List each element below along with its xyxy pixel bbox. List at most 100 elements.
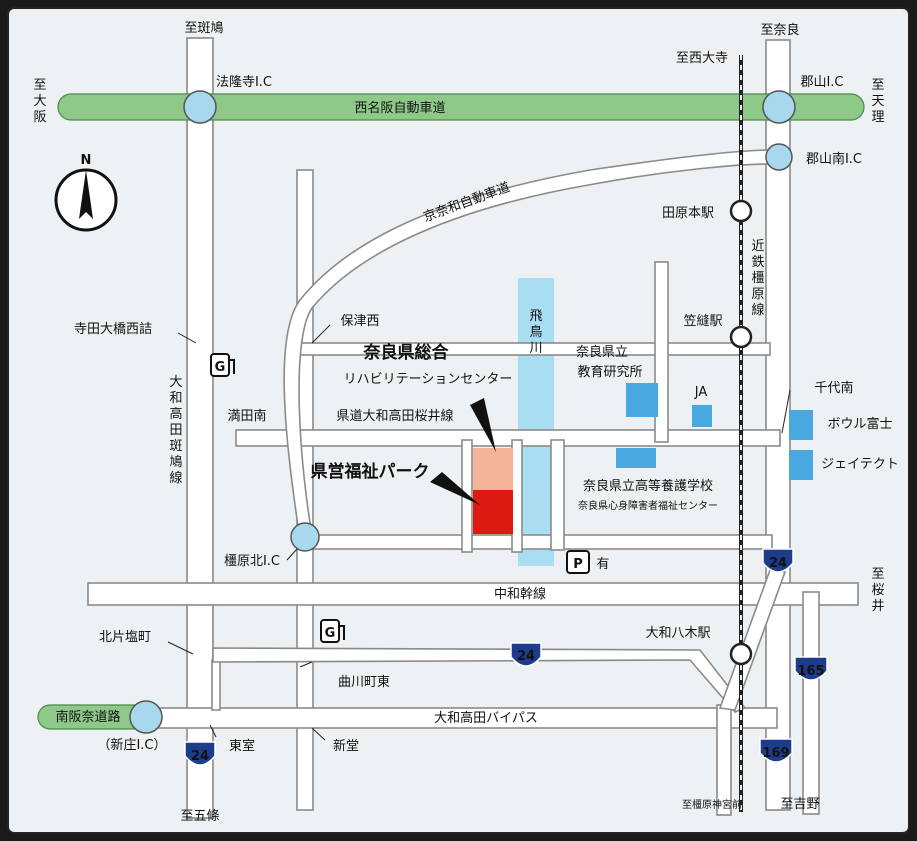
label-rehab-center-1: 奈良県総合: [363, 342, 450, 363]
label-kintetsu-kashihara: 近 鉄 橿 原 線: [751, 239, 764, 318]
route-24-c-label: 24: [191, 749, 209, 764]
svg-text:高: 高: [169, 406, 182, 422]
label-to-yoshino: 至吉野: [780, 797, 819, 812]
gas-station-icon: G: [210, 353, 235, 377]
svg-text:斑: 斑: [169, 439, 182, 454]
label-kotoyogo: 奈良県立高等養護学校: [583, 478, 713, 494]
svg-text:橿: 橿: [751, 271, 764, 286]
label-teradaohashi: 寺田大橋西詰: [74, 321, 152, 337]
route-shield-165: 165: [794, 656, 828, 681]
route-24-b-label: 24: [517, 649, 535, 664]
label-mandaminami: 満田南: [227, 408, 266, 424]
parking-icon: P: [566, 550, 590, 574]
label-parking-note: 有: [596, 557, 609, 572]
label-to-gojo: 至五條: [180, 809, 219, 824]
route-shield-169: 169: [759, 738, 793, 763]
svg-text:鳥: 鳥: [529, 325, 542, 340]
label-shinjo-ic: （新庄I.C）: [97, 737, 166, 753]
label-to-nishiotera: 至西大寺: [676, 51, 728, 66]
label-kashihara-kita-ic: 橿原北I.C: [224, 554, 280, 569]
interchange-horyuji: [183, 90, 217, 124]
label-yamato-takada-ikaruga: 大 和 高 田 斑 鳩 線: [169, 375, 182, 486]
station-yamato-yagi: [729, 642, 753, 666]
label-jeitekuto: ジェイテクト: [821, 457, 899, 472]
route-169-label: 169: [762, 746, 789, 761]
svg-text:鳩: 鳩: [169, 455, 182, 470]
parking-label: P: [573, 557, 583, 572]
label-minami-hanna: 南阪奈道路: [55, 709, 120, 725]
svg-text:天: 天: [871, 94, 884, 109]
route-shield-24-b: 24: [510, 642, 542, 667]
facility-kotoyogo: [616, 448, 656, 468]
label-prefectural-road: 県道大和高田桜井線: [336, 408, 453, 424]
label-ja: JA: [694, 385, 708, 400]
svg-text:阪: 阪: [33, 110, 46, 125]
gas-station-icon-2: G: [320, 619, 345, 643]
label-horyuji-ic: 法隆寺I.C: [216, 75, 272, 90]
label-taharamoto-station: 田原本駅: [662, 206, 714, 221]
svg-text:飛: 飛: [529, 309, 542, 324]
label-to-kashiharajingu: 至橿原神宮前: [682, 798, 742, 811]
map-background: [7, 7, 910, 834]
label-kasanui-station: 笠縫駅: [683, 314, 722, 329]
label-to-ikaruga: 至斑鳩: [184, 21, 223, 36]
svg-text:大: 大: [169, 375, 182, 390]
facility-jeitekuto: [789, 450, 813, 480]
north-arrow: N: [54, 153, 118, 232]
svg-text:理: 理: [871, 110, 884, 125]
facility-ja: [692, 405, 712, 427]
pointer-rehab-center: [470, 398, 496, 452]
svg-text:至: 至: [871, 567, 884, 582]
label-rehab-center-2: リハビリテーションセンター: [344, 372, 513, 387]
label-bypass: 大和高田バイパス: [434, 710, 538, 726]
label-chuwa-kansen: 中和幹線: [494, 586, 546, 602]
svg-text:近: 近: [751, 239, 764, 254]
interchange-koriyama: [762, 90, 796, 124]
label-yamato-yagi-station: 大和八木駅: [645, 626, 710, 641]
gas-label: G: [215, 360, 226, 375]
label-koriyama-minami-ic: 郡山南I.C: [806, 151, 862, 167]
svg-text:井: 井: [871, 599, 884, 614]
station-kasanui: [729, 325, 753, 349]
label-kitakatashio: 北片塩町: [99, 630, 151, 645]
leader-lines: [167, 324, 791, 741]
svg-text:至: 至: [871, 78, 884, 93]
svg-text:鉄: 鉄: [751, 255, 764, 270]
label-shinshin-center: 奈良県心身障害者福祉センター: [578, 499, 718, 512]
facility-kyoiku-kenkyujo: [626, 383, 658, 417]
label-shindo: 新堂: [333, 738, 359, 754]
expressway-nishimeihan: [57, 93, 865, 121]
label-to-tenri: 至 天 理: [871, 78, 884, 125]
facility-bowl-fuji: [789, 410, 813, 440]
label-kyoiku-2: 教育研究所: [577, 364, 642, 380]
north-label: N: [81, 153, 92, 168]
label-koriyama-ic: 郡山I.C: [800, 75, 843, 90]
label-to-nara: 至奈良: [760, 22, 799, 38]
svg-text:川: 川: [529, 341, 542, 356]
svg-text:原: 原: [751, 287, 764, 302]
label-magarikawa-higashi: 曲川町東: [338, 674, 390, 690]
svg-text:至: 至: [33, 78, 46, 93]
svg-text:大: 大: [33, 94, 46, 109]
route-shield-24-a: 24: [762, 548, 794, 573]
label-asuka-river: 飛 鳥 川: [529, 309, 542, 356]
svg-text:桜: 桜: [871, 583, 884, 598]
gas-label-2: G: [325, 626, 336, 641]
label-bowl-fuji: ボウル富士: [827, 416, 892, 432]
svg-text:田: 田: [169, 423, 182, 438]
facility-rehab-center: [473, 448, 513, 490]
interchange-shinjo: [129, 700, 163, 734]
label-hozu-nishi: 保津西: [340, 314, 379, 329]
label-chiyominami: 千代南: [814, 380, 853, 396]
facility-fukushi-park: [473, 490, 513, 534]
asuka-river: [518, 278, 554, 566]
svg-text:和: 和: [169, 391, 182, 406]
label-kyoiku-1: 奈良県立: [576, 344, 628, 360]
svg-text:線: 線: [751, 302, 764, 318]
svg-text:線: 線: [169, 470, 182, 486]
label-higashimuro: 東室: [229, 738, 255, 754]
interchange-koriyama-minami: [765, 143, 793, 171]
route-24-a-label: 24: [769, 556, 787, 571]
label-fukushi-park: 県営福祉パーク: [311, 461, 430, 482]
